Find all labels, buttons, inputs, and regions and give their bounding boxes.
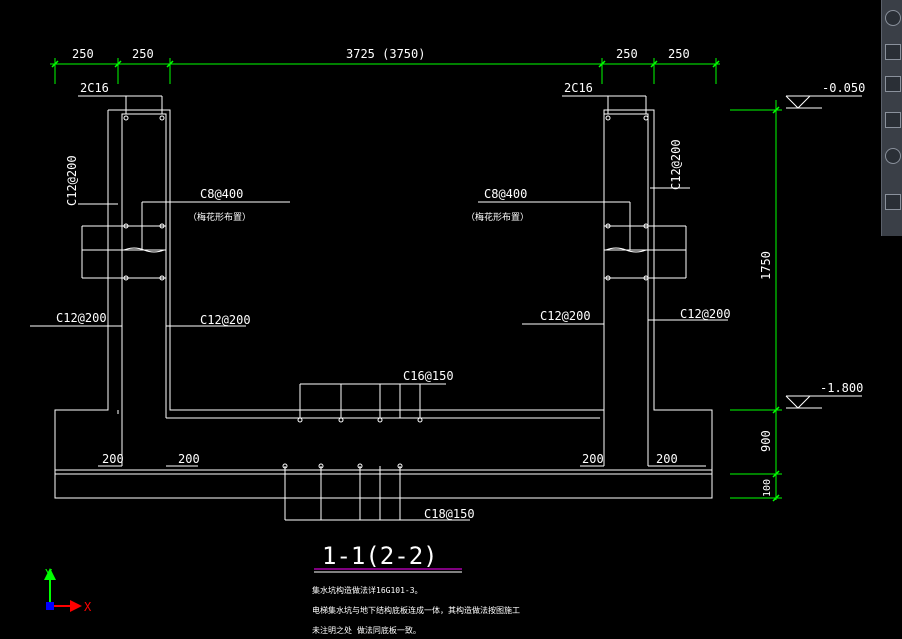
grid-tool-icon[interactable] <box>885 194 901 210</box>
orbit-icon[interactable] <box>885 10 901 26</box>
layer-icon[interactable] <box>885 112 901 128</box>
structure-outline <box>54 109 713 499</box>
dim-vert-900: 900 <box>759 430 773 452</box>
label-leg-200-3: 200 <box>582 452 604 466</box>
dim-text-4: 250 <box>616 47 638 61</box>
section-title: 1-1(2-2) <box>322 542 438 570</box>
label-mid-right-note: （梅花形布置） <box>466 211 529 223</box>
label-slab-bottom: C18@150 <box>424 507 475 521</box>
note-line-3: 未注明之处 做法同底板一致。 <box>312 625 421 635</box>
label-vert-left: C12@200 <box>65 155 79 206</box>
circle-tool-icon[interactable] <box>885 148 901 164</box>
ucs-x-label: X <box>84 600 92 614</box>
label-slab-top: C16@150 <box>403 369 454 383</box>
label-mid-left-note: （梅花形布置） <box>188 211 251 223</box>
dimension-lines <box>50 58 782 500</box>
elevation-top: -0.050 <box>822 81 865 95</box>
dim-text-1: 250 <box>72 47 94 61</box>
box-view-icon[interactable] <box>885 76 901 92</box>
label-mid-right: C8@400 <box>484 187 527 201</box>
view-3d-icon[interactable] <box>885 44 901 60</box>
elevation-bottom: -1.800 <box>820 381 863 395</box>
ucs-y-label: Y <box>45 567 53 581</box>
dim-vert-100: 100 <box>762 479 773 497</box>
label-vert-right: C12@200 <box>669 139 683 190</box>
label-leg-200-2: 200 <box>178 452 200 466</box>
dim-text-5: 250 <box>668 47 690 61</box>
note-line-2: 电梯集水坑与地下结构底板连成一体，其构造做法按图施工 <box>312 605 520 615</box>
dimension-ticks <box>51 60 780 502</box>
ucs-icon: Y X <box>44 567 92 614</box>
rebar-dots <box>123 115 649 469</box>
label-mid-left: C8@400 <box>200 187 243 201</box>
label-inner-right: C12@200 <box>540 309 591 323</box>
label-outer-right: C12@200 <box>680 307 731 321</box>
dim-vert-1750: 1750 <box>759 251 773 280</box>
label-leg-200-1: 200 <box>102 452 124 466</box>
tool-palette <box>881 0 902 236</box>
label-inner-left: C12@200 <box>200 313 251 327</box>
tie-hooks <box>123 247 647 253</box>
label-outer-left: C12@200 <box>56 311 107 325</box>
dim-text-3: 3725 (3750) <box>346 47 425 61</box>
note-line-1: 集水坑构造做法详16G101-3。 <box>312 585 423 595</box>
label-top-left: 2C16 <box>80 81 109 95</box>
label-leg-200-4: 200 <box>656 452 678 466</box>
elevation-markers <box>785 95 862 409</box>
rebar-lines <box>30 95 728 521</box>
label-top-right: 2C16 <box>564 81 593 95</box>
dim-text-2: 250 <box>132 47 154 61</box>
